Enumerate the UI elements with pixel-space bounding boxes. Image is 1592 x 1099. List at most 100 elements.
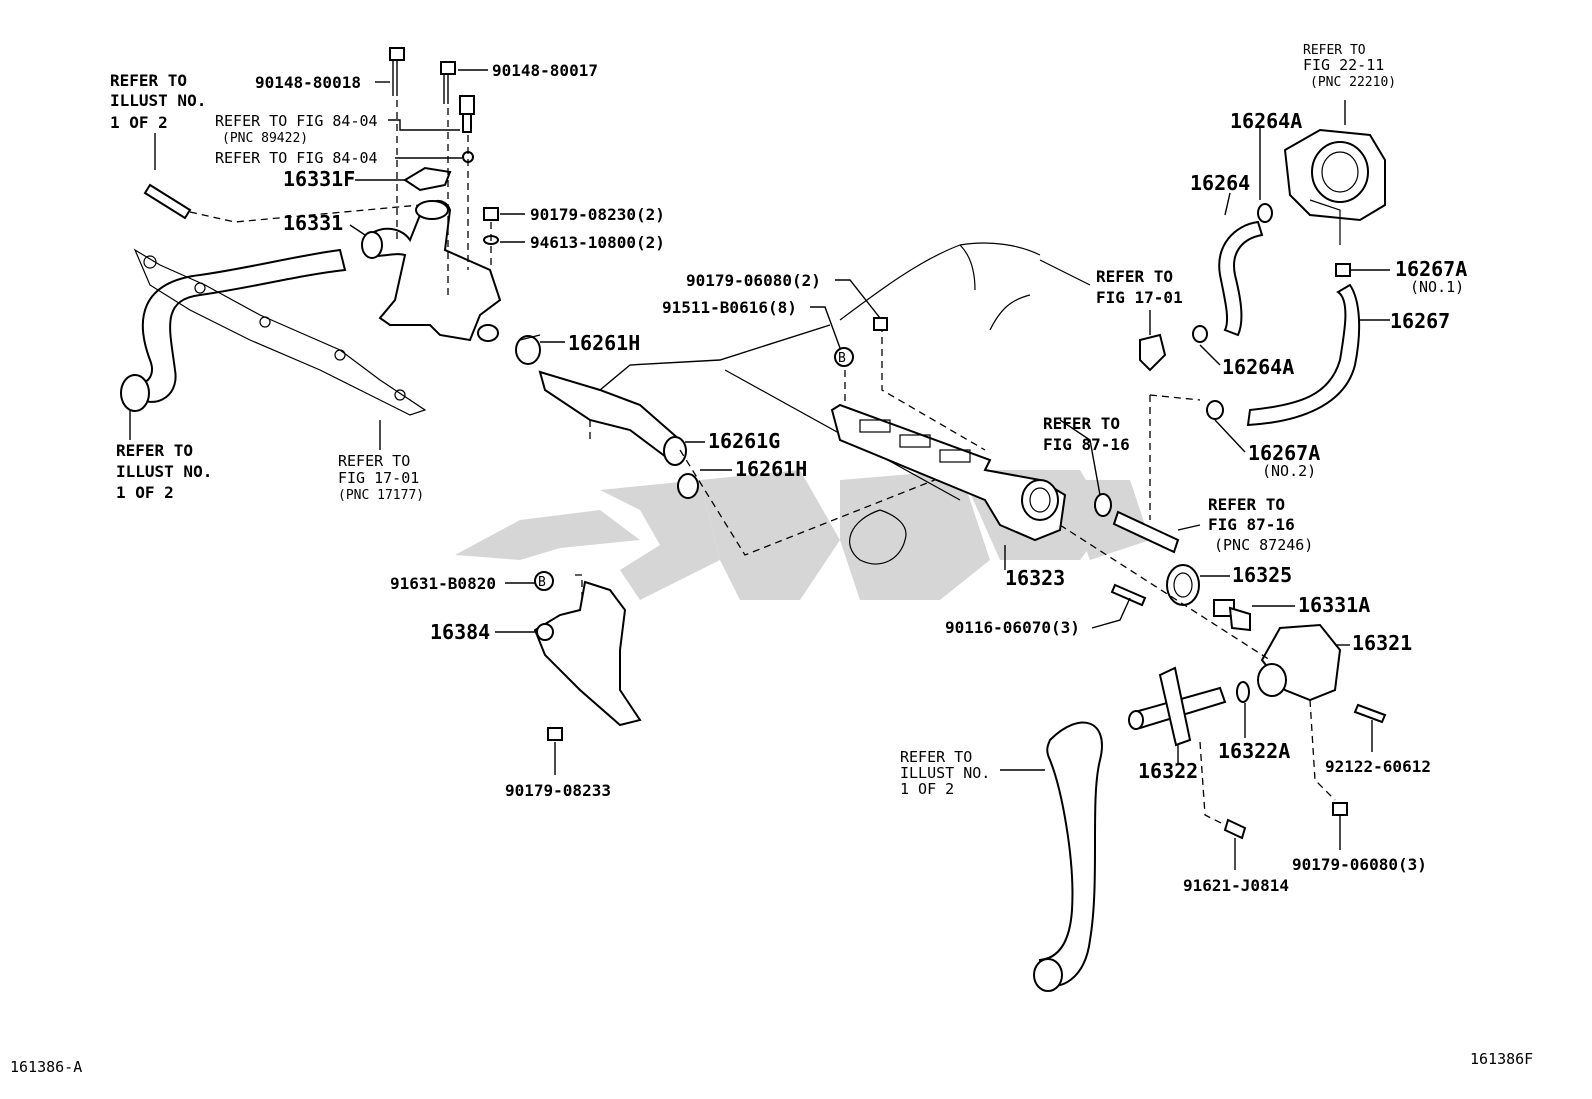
svg-text:REFER TO: REFER TO — [1303, 43, 1366, 58]
leader-lines — [129, 69, 1390, 870]
clamp-16264A-upper — [1257, 203, 1273, 223]
label-16261H-upper: 16261H — [568, 331, 640, 355]
clamp-16267A-no1 — [1335, 263, 1351, 277]
refer-fig87-16-a: REFER TO FIG 87-16 — [1043, 414, 1130, 454]
label-90148-80018: 90148-80018 — [255, 73, 361, 92]
clamp-16261H-upper — [515, 334, 541, 365]
label-90179-08230: 90179-08230(2) — [530, 205, 665, 224]
cap-16331F — [403, 166, 452, 192]
clamp-16267A-no2 — [1206, 400, 1224, 420]
sensor — [459, 95, 475, 133]
label-90148-80017: 90148-80017 — [492, 61, 598, 80]
label-16331F: 16331F — [283, 167, 355, 191]
svg-text:(PNC 17177): (PNC 17177) — [338, 488, 424, 503]
hose-16264 — [1218, 220, 1264, 337]
label-no2: (NO.2) — [1262, 462, 1316, 480]
label-refer-fig84-04-a: REFER TO FIG 84-04 — [215, 112, 378, 130]
svg-text:1 OF 2: 1 OF 2 — [110, 113, 168, 132]
callout-b-lower-label: B — [538, 575, 546, 590]
svg-text:FIG 22-11: FIG 22-11 — [1303, 56, 1384, 74]
label-16321: 16321 — [1352, 631, 1412, 655]
callout-b-upper — [834, 347, 854, 367]
nut-90179-08233 — [547, 727, 563, 741]
fitting-17-01 — [1139, 333, 1167, 372]
svg-text:(PNC 87246): (PNC 87246) — [1214, 536, 1313, 554]
stud-92122-60612 — [1353, 703, 1387, 724]
label-16264: 16264 — [1190, 171, 1250, 195]
svg-text:ILLUST NO.: ILLUST NO. — [900, 764, 990, 782]
svg-text:ILLUST NO.: ILLUST NO. — [116, 462, 212, 481]
svg-text:REFER TO: REFER TO — [116, 441, 193, 460]
water-inlet-16321 — [1257, 623, 1342, 702]
svg-text:FIG 17-01: FIG 17-01 — [338, 469, 419, 487]
svg-text:1 OF 2: 1 OF 2 — [116, 483, 174, 502]
label-no1: (NO.1) — [1410, 278, 1464, 296]
water-bypass-outlet-16323 — [830, 403, 1067, 542]
bracket-16384 — [533, 580, 642, 727]
svg-text:FIG 87-16: FIG 87-16 — [1043, 435, 1130, 454]
label-pnc-89422: (PNC 89422) — [222, 131, 308, 146]
label-16325: 16325 — [1232, 563, 1292, 587]
label-94613-10800: 94613-10800(2) — [530, 233, 665, 252]
gasket — [133, 248, 427, 416]
label-91511-B0616: 91511-B0616(8) — [662, 298, 797, 317]
water-outlet — [361, 200, 502, 342]
label-16264A-lower: 16264A — [1222, 355, 1294, 379]
callout-b-upper-label: B — [838, 351, 846, 366]
label-90179-08233: 90179-08233 — [505, 781, 611, 800]
small-tube-left — [143, 183, 192, 220]
refer-illust-left: REFER TO ILLUST NO. 1 OF 2 — [116, 441, 212, 502]
tube-87-16 — [1112, 510, 1180, 554]
label-16267A-no2: 16267A — [1248, 441, 1320, 465]
nut-90179-06080-3 — [1332, 802, 1348, 816]
label-92122-60612: 92122-60612 — [1325, 757, 1431, 776]
clamp-16261H-lower — [677, 473, 699, 499]
label-16323: 16323 — [1005, 566, 1065, 590]
nut-90179-06080 — [873, 317, 888, 331]
svg-text:FIG 17-01: FIG 17-01 — [1096, 288, 1183, 307]
label-16322: 16322 — [1138, 759, 1198, 783]
bolt-90148-80017 — [440, 61, 456, 104]
svg-text:REFER TO: REFER TO — [1096, 267, 1173, 286]
gasket-16325 — [1166, 564, 1200, 606]
svg-text:REFER TO: REFER TO — [900, 748, 972, 766]
label-16264A-upper: 16264A — [1230, 109, 1302, 133]
svg-text:REFER TO: REFER TO — [1208, 495, 1285, 514]
svg-text:ILLUST NO.: ILLUST NO. — [110, 91, 206, 110]
label-16261H-lower: 16261H — [735, 457, 807, 481]
refer-illust-top: REFER TO ILLUST NO. 1 OF 2 — [110, 71, 206, 132]
label-16331: 16331 — [283, 211, 343, 235]
figure-id-left: 161386-A — [10, 1058, 82, 1076]
label-91631-B0820: 91631-B0820 — [390, 574, 496, 593]
refer-fig17-01: REFER TO FIG 17-01 — [1096, 267, 1183, 307]
svg-text:FIG 87-16: FIG 87-16 — [1208, 515, 1295, 534]
pipe-16322 — [1128, 666, 1227, 747]
svg-text:REFER TO: REFER TO — [338, 452, 410, 470]
label-90179-06080-3: 90179-06080(3) — [1292, 855, 1427, 874]
hose-16261G — [538, 370, 687, 466]
svg-text:REFER TO: REFER TO — [1043, 414, 1120, 433]
clamp-16264A-lower — [1192, 325, 1208, 343]
figure-id-right: 161386F — [1470, 1050, 1533, 1068]
bolt-90148-80018 — [389, 47, 405, 96]
connector — [1094, 493, 1112, 517]
refer-fig87-16-b: REFER TO FIG 87-16 (PNC 87246) — [1208, 495, 1313, 554]
svg-text:(PNC 22210): (PNC 22210) — [1310, 75, 1396, 90]
label-16322A: 16322A — [1218, 739, 1290, 763]
label-16331A: 16331A — [1298, 593, 1370, 617]
lower-radiator-hose — [1033, 721, 1103, 992]
label-90179-06080-2: 90179-06080(2) — [686, 271, 821, 290]
oring-16322A — [1236, 681, 1250, 703]
svg-text:1 OF 2: 1 OF 2 — [900, 780, 954, 798]
label-90116-06070: 90116-06070(3) — [945, 618, 1080, 637]
upper-radiator-hose — [120, 248, 347, 412]
thermostat-16331A — [1213, 599, 1251, 632]
refer-fig17-01-pnc: REFER TO FIG 17-01 (PNC 17177) — [338, 452, 424, 503]
callout-b-lower — [534, 571, 554, 591]
label-refer-fig84-04-b: REFER TO FIG 84-04 — [215, 149, 378, 167]
label-16261G: 16261G — [708, 429, 780, 453]
label-16267A-no1: 16267A — [1395, 257, 1467, 281]
bolt-91621-J0814 — [1223, 818, 1247, 840]
refer-fig22-11: REFER TO FIG 22-11 (PNC 22210) — [1303, 43, 1396, 90]
